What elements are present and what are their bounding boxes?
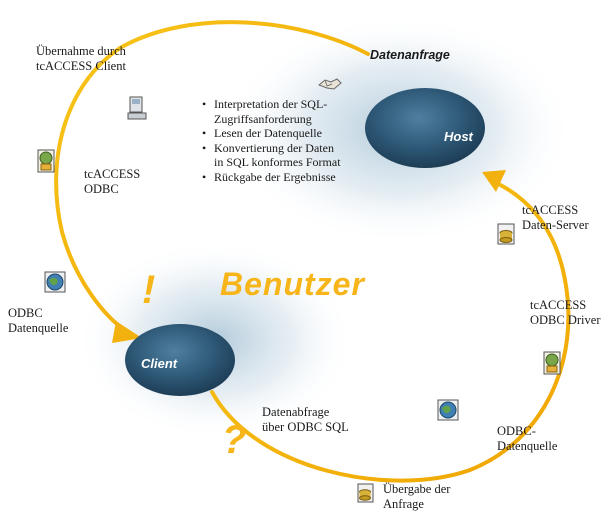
label-uebergabe: Übergabe der Anfrage	[383, 482, 451, 511]
host-node	[365, 88, 485, 168]
label-tcaccess-odbc-driver: tcACCESS ODBC Driver	[530, 298, 601, 327]
odbc-driver-icon-right	[543, 351, 561, 375]
process-item: Interpretation der SQL- Zugriffsanforder…	[202, 97, 341, 126]
request-header: Datenanfrage	[370, 48, 450, 62]
client-node	[125, 324, 235, 396]
process-item: Rückgabe der Ergebnisse	[202, 170, 341, 185]
lower-arc-arrowhead	[482, 170, 506, 192]
upper-arc	[54, 20, 370, 334]
process-item: Konvertierung der Daten in SQL konformes…	[202, 141, 341, 170]
host-label: Host	[444, 129, 473, 144]
label-odbc-datenquelle-left: ODBC Datenquelle	[8, 306, 69, 335]
label-tcaccess-odbc: tcACCESS ODBC	[84, 167, 141, 196]
label-tcaccess-daten-server: tcACCESS Daten-Server	[522, 203, 589, 232]
computer-icon	[127, 96, 147, 120]
center-title: Benutzer	[220, 266, 365, 302]
client-label: Client	[141, 356, 178, 371]
globe-icon-right	[437, 399, 459, 421]
database-icon-right	[497, 223, 515, 245]
exclamation-mark: !	[142, 268, 156, 312]
handshake-icon	[318, 78, 342, 90]
label-odbc-datenquelle-right: ODBC- Datenquelle	[497, 424, 558, 453]
globe-icon-left	[44, 271, 66, 293]
question-mark: ?	[222, 418, 247, 462]
lower-arc	[210, 178, 571, 483]
upper-arc-arrowhead	[112, 321, 142, 343]
process-item: Lesen der Datenquelle	[202, 126, 341, 141]
host-process-list: Interpretation der SQL- Zugriffsanforder…	[202, 97, 341, 185]
odbc-driver-icon-left	[37, 149, 55, 173]
database-icon-bottom	[357, 483, 374, 503]
label-datenabfrage: Datenabfrage über ODBC SQL	[262, 405, 349, 434]
label-uebernahme: Übernahme durch tcACCESS Client	[36, 44, 126, 73]
